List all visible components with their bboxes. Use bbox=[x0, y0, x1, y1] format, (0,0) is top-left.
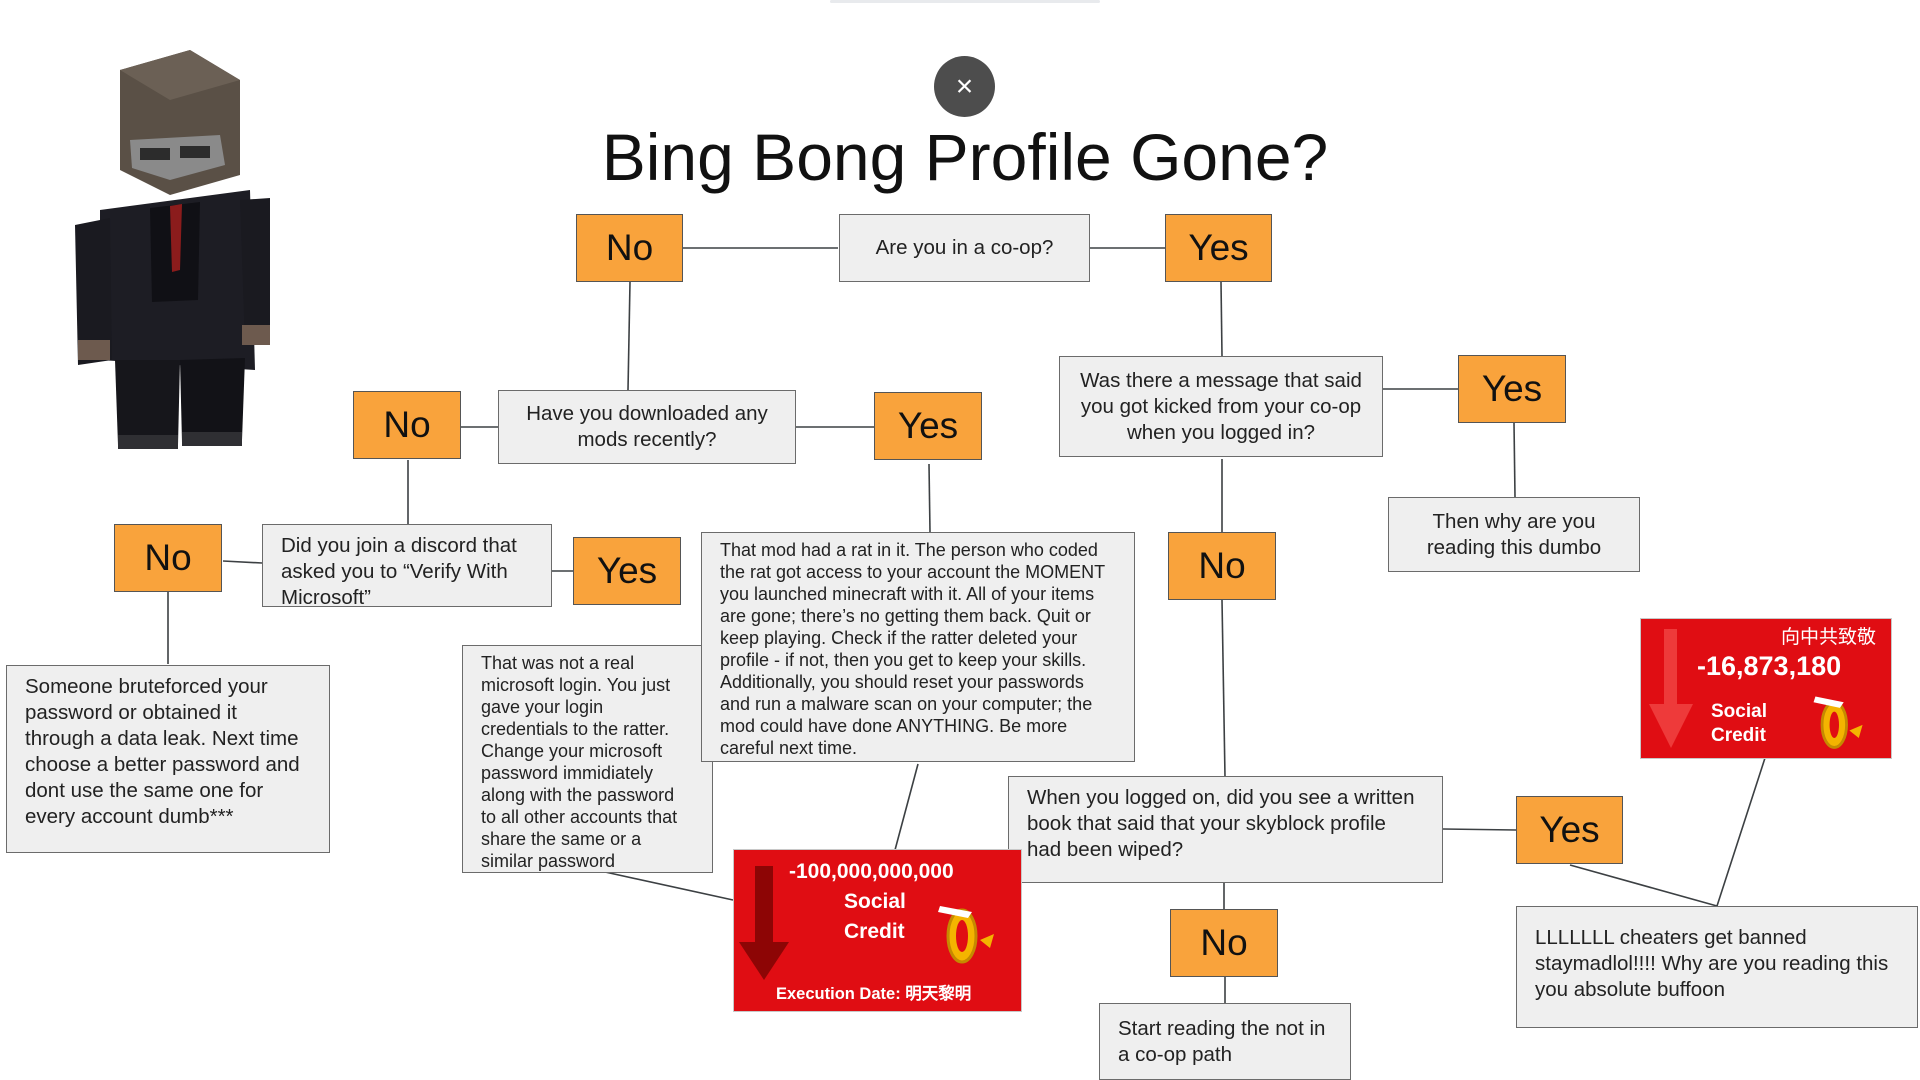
question-coop: Are you in a co-op? bbox=[839, 214, 1090, 282]
close-icon: × bbox=[955, 69, 974, 103]
social-credit-amount: -16,873,180 bbox=[1697, 651, 1842, 681]
answer-yes-discord: Yes bbox=[573, 537, 681, 605]
info-dumbo: Then why are you reading this dumbo bbox=[1388, 497, 1640, 572]
connector-yes-ratmod bbox=[928, 463, 931, 533]
answer-no-mods: No bbox=[353, 391, 461, 459]
coin-icon bbox=[1813, 696, 1863, 749]
social-credit-large: -100,000,000,000 Social Credit Execution… bbox=[733, 849, 1022, 1012]
connector-book-yes bbox=[1442, 828, 1517, 831]
info-cheaters: LLLLLLL cheaters get banned staymadlol!!… bbox=[1516, 906, 1918, 1028]
social-credit-header: 向中共致敬 bbox=[1781, 626, 1877, 648]
connector-discord-no bbox=[222, 560, 263, 564]
connector-fakelogin-credit bbox=[595, 869, 734, 901]
question-discord: Did you join a discord that asked you to… bbox=[262, 524, 552, 609]
answer-no-coop: No bbox=[576, 214, 683, 282]
connector-ratmod-credit bbox=[894, 763, 919, 851]
answer-yes-coop: Yes bbox=[1165, 214, 1272, 282]
coin-icon bbox=[938, 906, 994, 964]
connector-yes-kicked bbox=[1220, 281, 1223, 357]
social-credit-label-1: Social bbox=[844, 890, 906, 913]
social-credit-label-2: Credit bbox=[1711, 725, 1766, 746]
social-credit-small: 向中共致敬 -16,873,180 Social Credit bbox=[1640, 618, 1892, 759]
execution-date: Execution Date: 明天黎明 bbox=[776, 985, 972, 1003]
down-arrow-icon bbox=[755, 866, 773, 946]
close-button[interactable]: × bbox=[934, 56, 995, 117]
question-mods: Have you downloaded any mods recently? bbox=[498, 390, 796, 464]
question-kicked: Was there a message that said you got ki… bbox=[1059, 356, 1383, 457]
answer-no-kicked: No bbox=[1168, 532, 1276, 600]
social-credit-label-2: Credit bbox=[844, 920, 905, 943]
connector-yes-cheaters bbox=[1569, 864, 1718, 907]
social-credit-label-1: Social bbox=[1711, 701, 1767, 722]
down-arrow-icon bbox=[1664, 629, 1677, 709]
connector-yes-dumbo bbox=[1513, 422, 1516, 498]
connector-no-book bbox=[1221, 599, 1226, 778]
answer-no-book: No bbox=[1170, 909, 1278, 977]
down-arrow-head bbox=[739, 942, 789, 980]
info-fake-login: That was not a real microsoft login. You… bbox=[462, 645, 713, 873]
info-restart: Start reading the not in a co-op path bbox=[1099, 1003, 1351, 1080]
answer-no-discord: No bbox=[114, 524, 222, 592]
question-book: When you logged on, did you see a writte… bbox=[1008, 776, 1443, 883]
page-title: Bing Bong Profile Gone? bbox=[601, 120, 1329, 194]
answer-yes-mods: Yes bbox=[874, 392, 982, 460]
info-bruteforce: Someone bruteforced your password or obt… bbox=[6, 665, 330, 853]
top-divider bbox=[830, 0, 1100, 3]
info-rat-mod: That mod had a rat in it. The person who… bbox=[701, 532, 1135, 762]
down-arrow-head bbox=[1649, 704, 1693, 748]
minecraft-avatar-icon bbox=[75, 50, 270, 449]
connector-credit-cheaters bbox=[1716, 757, 1766, 907]
connector-no-mods bbox=[627, 281, 631, 391]
answer-yes-book: Yes bbox=[1516, 796, 1623, 864]
answer-yes-kicked: Yes bbox=[1458, 355, 1566, 423]
social-credit-amount: -100,000,000,000 bbox=[789, 860, 954, 883]
